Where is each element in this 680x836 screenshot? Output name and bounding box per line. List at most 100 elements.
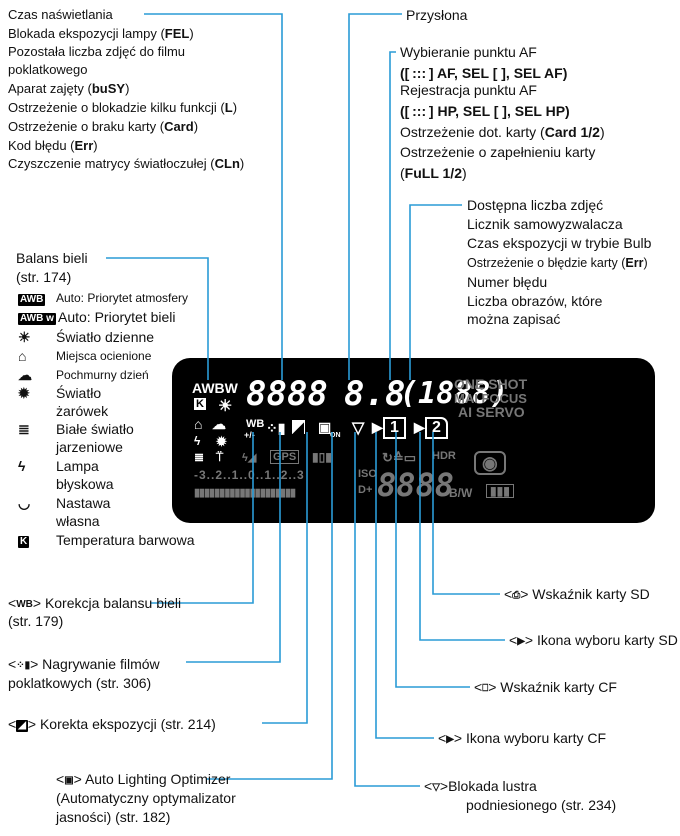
top-left-label-7: Kod błędu (Err) xyxy=(8,137,98,154)
top-left-code: buSY xyxy=(91,81,126,96)
lcd-sd-card: 2 xyxy=(425,417,448,439)
mirror-lock-page: podniesionego (str. 234) xyxy=(466,797,617,813)
top-left-text: Blokada ekspozycji lampy ( xyxy=(8,26,165,41)
top-left-label-4: Aparat zajęty (buSY) xyxy=(8,80,129,97)
wb-label-5-cont: żarówek xyxy=(56,403,109,419)
wb-page: (str. 174) xyxy=(16,269,72,285)
wb-label-8: Nastawa xyxy=(56,495,111,511)
lcd-dplus: D+ xyxy=(358,484,373,496)
lcd-bw: B/W xyxy=(449,486,473,500)
card-error-label: Ostrzeżenie o błędzie karty (Err) xyxy=(467,256,648,270)
wb-icon-3: ⌂ xyxy=(18,348,27,364)
lcd-sd-select-icon: ▶ xyxy=(414,419,425,435)
top-left-text: Aparat zajęty ( xyxy=(8,81,92,96)
lcd-wb-corr: WB xyxy=(246,418,265,430)
alo-label: <▣> Auto Lighting Optimizer xyxy=(56,771,231,787)
top-left-text: Czas naświetlania xyxy=(8,7,113,22)
mirror-lock-label: <▽>Blokada lustra xyxy=(424,778,537,794)
af-register-modes: ([ ::: ] HP, SEL [ ], SEL HP) xyxy=(400,103,570,119)
lcd-shade-icon: ⌂ xyxy=(194,416,203,432)
wb-icon-5: ✹ xyxy=(18,385,30,401)
lcd-sun-icon: ☀ xyxy=(218,398,233,415)
wb-label-6: Białe światło xyxy=(56,421,134,437)
wb-label-3: Miejsca ocienione xyxy=(56,349,152,363)
wb-icon-0: AWB xyxy=(18,294,46,306)
top-left-label-3: poklatkowego xyxy=(8,61,88,78)
wb-icon-7: ϟ xyxy=(18,458,26,474)
wb-title: Balans bieli xyxy=(16,250,88,266)
lcd-scale-ticks: ▮▮▮▮▮▮▮▮▮▮▮▮▮▮▮▮▮▮▮▮ xyxy=(194,487,296,499)
lcd-hdr: HDR xyxy=(432,450,456,462)
images-storable-label: Liczba obrazów, które xyxy=(467,293,603,309)
bulb-time-label: Czas ekspozycji w trybie Bulb xyxy=(467,235,652,251)
timelapse-label: <⁘▮> Nagrywanie filmów xyxy=(8,656,160,672)
lcd-ai-servo: AI SERVO xyxy=(458,404,525,420)
top-left-label-0: Czas naświetlania xyxy=(8,6,113,23)
af-select-modes: ([ ::: ] AF, SEL [ ], SEL AF) xyxy=(400,65,568,81)
lcd-metering-icon: ◉ xyxy=(474,451,506,475)
wb-correction-label: <WB> Korekcja balansu bieli xyxy=(8,595,182,611)
alo-label-3: jasności) (str. 182) xyxy=(56,809,171,825)
lcd-flash-icon: ϟ xyxy=(194,434,201,448)
top-left-text: Ostrzeżenie o braku karty ( xyxy=(8,119,165,134)
wb-icon-6: ≣ xyxy=(18,421,30,437)
lcd-tungsten-icon: ✹ xyxy=(216,434,227,449)
lcd-ai-focus: MAI FOCUS xyxy=(454,391,527,406)
top-left-text: Pozostała liczba zdjęć do filmu xyxy=(8,44,186,59)
top-left-tail: ) xyxy=(232,100,238,115)
lcd-exp-comp-icon: ◢ xyxy=(292,419,305,435)
top-left-label-8: Czyszczenie matrycy światłoczułej (CLn) xyxy=(8,155,244,172)
lcd-battery-icon: ▮▮▮ xyxy=(486,484,514,498)
card-warning-label: Ostrzeżenie dot. karty (Card 1/2) xyxy=(400,124,605,140)
top-left-label-5: Ostrzeżenie o blokadzie kilku funkcji (L… xyxy=(8,99,237,116)
shots-remaining-label: Dostępna liczba zdjęć xyxy=(467,197,604,213)
lcd-awbw: AWBW xyxy=(192,380,238,396)
top-left-label-1: Blokada ekspozycji lampy (FEL) xyxy=(8,25,194,42)
lcd-iso: ISO xyxy=(358,468,377,480)
card-full-label: Ostrzeżenie o zapełnieniu karty xyxy=(400,144,596,160)
top-left-tail: ) xyxy=(93,138,98,153)
lcd-wb-corr-sign: +/- xyxy=(244,430,255,440)
lcd-multi-icons: ↻≙▭ xyxy=(382,450,417,465)
top-left-text: Kod błędu ( xyxy=(8,138,75,153)
wb-correction-page: (str. 179) xyxy=(8,613,64,629)
lcd-k: K xyxy=(194,398,206,410)
top-left-label-6: Ostrzeżenie o braku karty (Card) xyxy=(8,118,198,135)
exp-comp-label: <◢> Korekta ekspozycji (str. 214) xyxy=(8,716,216,732)
wb-label-5: Światło xyxy=(56,385,102,401)
self-timer-label: Licznik samowyzwalacza xyxy=(467,216,623,232)
lcd-custom-icon: ⍡ xyxy=(216,450,224,464)
wb-label-4: Pochmurny dzień xyxy=(56,368,149,382)
top-left-text: Czyszczenie matrycy światłoczułej ( xyxy=(8,156,215,171)
af-register-label: Rejestracja punktu AF xyxy=(400,82,537,98)
wb-label-1: Auto: Priorytet bieli xyxy=(58,309,176,325)
lcd-cf-card: 1 xyxy=(383,417,406,439)
lcd-gps: GPS xyxy=(270,450,300,464)
lcd-fluorescent-icon: ≣ xyxy=(194,450,205,464)
top-left-code: FEL xyxy=(164,26,190,41)
wb-icon-8: ◡ xyxy=(18,495,31,511)
wb-label-7-cont: błyskowa xyxy=(56,476,114,492)
lcd-aperture-digits: 8.8 xyxy=(344,374,406,414)
card-full-code: (FuLL 1/2) xyxy=(400,165,467,181)
top-left-code: Err xyxy=(74,138,94,153)
wb-icon-4: ☁ xyxy=(18,367,32,383)
wb-label-6-cont: jarzeniowe xyxy=(56,439,123,455)
lcd-exposure-scale: -3..2..1..0..1..2..3 xyxy=(194,468,305,482)
cf-indicator-label: <⎕> Wskaźnik karty CF xyxy=(474,679,617,695)
lcd-shots-digits: (1888) xyxy=(400,376,509,411)
wb-label-2: Światło dzienne xyxy=(56,329,155,345)
aperture-label: Przysłona xyxy=(406,7,468,23)
top-left-tail: ) xyxy=(193,119,199,134)
error-number-label: Numer błędu xyxy=(467,274,548,290)
top-left-text: poklatkowego xyxy=(8,62,88,77)
sd-select-label: <▶> Ikona wyboru karty SD xyxy=(509,632,678,648)
top-left-tail: ) xyxy=(125,81,130,96)
lcd-cf-select-icon: ▶ xyxy=(372,419,383,435)
alo-label-2: (Automatyczny optymalizator xyxy=(56,790,236,806)
top-left-code: L xyxy=(224,100,233,115)
top-left-code: Card xyxy=(164,119,194,134)
top-left-text: Ostrzeżenie o blokadzie kilku funkcji ( xyxy=(8,100,225,115)
top-left-tail: ) xyxy=(189,26,194,41)
